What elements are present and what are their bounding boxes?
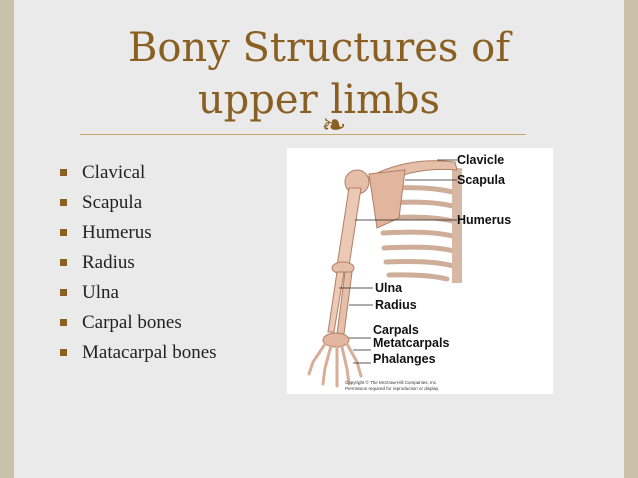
title-line-2: upper limbs [197, 77, 441, 123]
label-clavicle: Clavicle [457, 153, 504, 167]
bullet-item: Matacarpal bones [58, 338, 217, 368]
label-radius: Radius [375, 298, 417, 312]
skeleton-illustration: Clavicle Scapula Humerus Ulna Radius Car… [307, 153, 511, 391]
label-carpals: Carpals [373, 323, 419, 337]
upper-limb-skeleton-figure: Clavicle Scapula Humerus Ulna Radius Car… [287, 148, 553, 394]
bullet-item: Clavical [58, 158, 217, 188]
label-phalanges: Phalanges [373, 352, 436, 366]
ulna-bone [327, 271, 345, 333]
bullet-item: Carpal bones [58, 308, 217, 338]
floral-ornament-icon: ❧ [321, 108, 347, 143]
label-humerus: Humerus [457, 213, 511, 227]
hand-bones [307, 342, 363, 388]
leader-lines [339, 159, 457, 364]
label-scapula: Scapula [457, 173, 506, 187]
carpal-bones [322, 332, 350, 348]
copyright-line-1: Copyright © The McGraw-Hill Companies, I… [345, 379, 437, 385]
bullet-item: Humerus [58, 218, 217, 248]
bullet-item: Radius [58, 248, 217, 278]
bullet-item: Ulna [58, 278, 217, 308]
label-metacarpals: Metatcarpals [373, 336, 449, 350]
title-line-1: Bony Structures of [127, 25, 511, 71]
slide-title: Bony Structures of upper limbs [0, 22, 638, 126]
humerus-bone [336, 187, 362, 267]
bullet-item: Scapula [58, 188, 217, 218]
scapula-bone [368, 169, 406, 229]
sternum [452, 168, 462, 283]
copyright-line-2: Permission required for reproduction or … [345, 386, 439, 391]
label-ulna: Ulna [375, 281, 403, 295]
bullet-list: Clavical Scapula Humerus Radius Ulna Car… [58, 158, 217, 368]
title-divider [80, 134, 526, 135]
